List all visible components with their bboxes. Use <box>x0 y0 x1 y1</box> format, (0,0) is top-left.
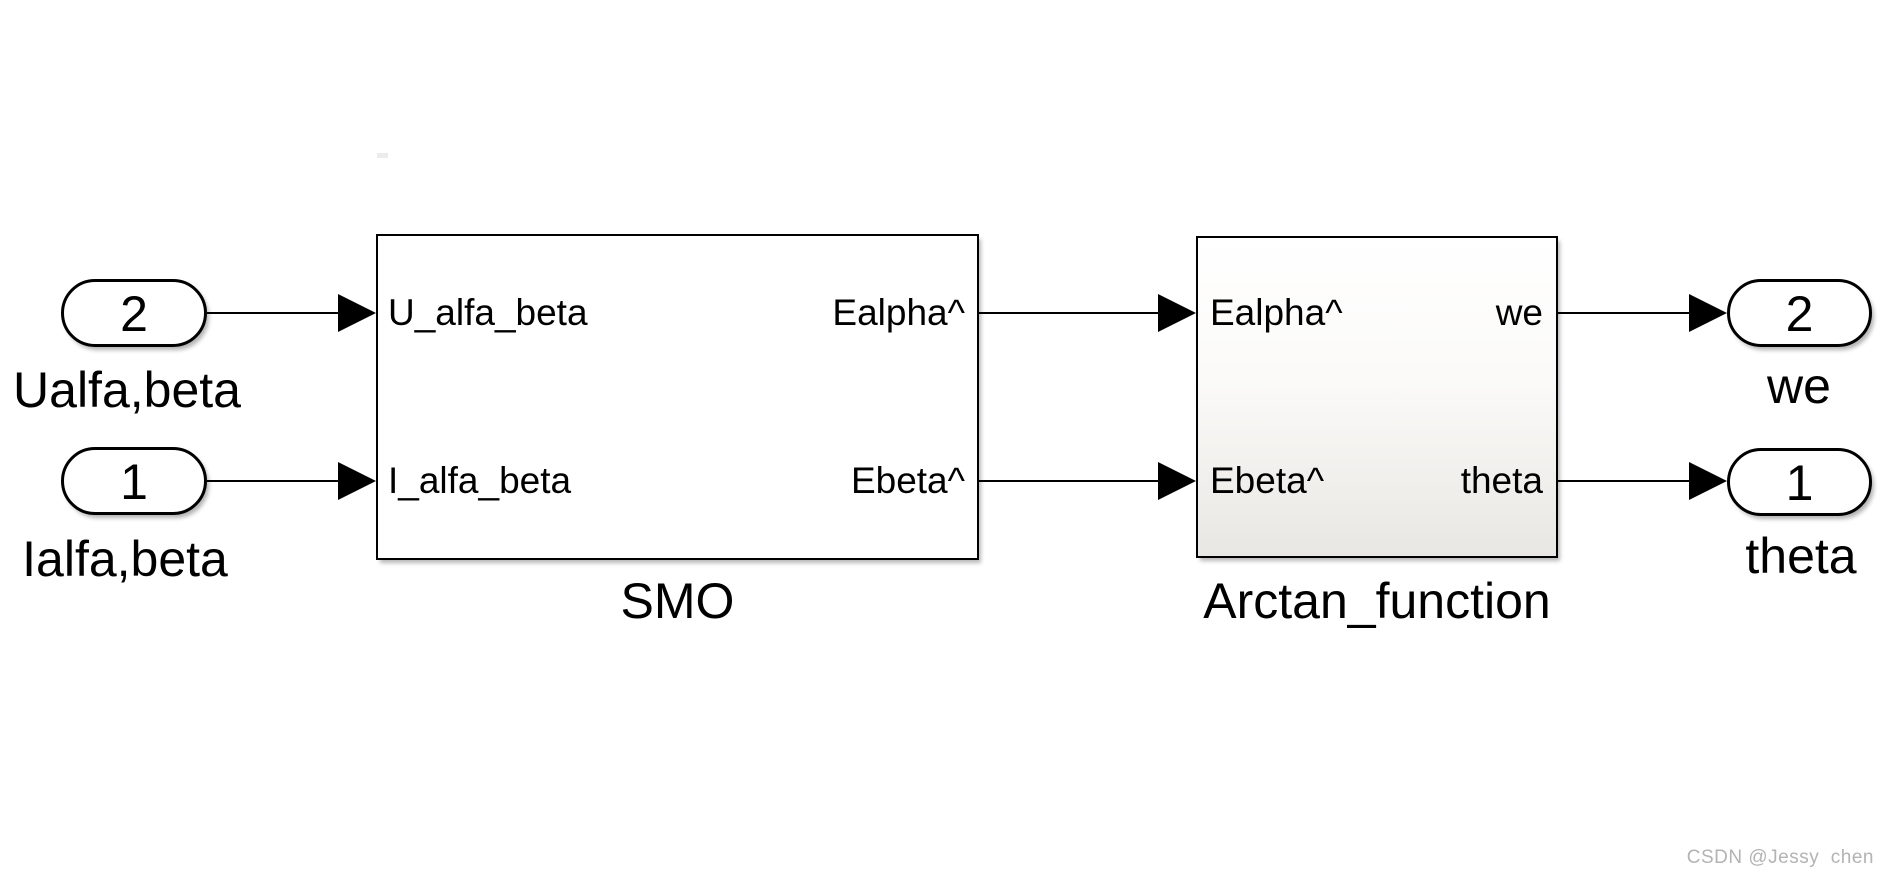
arrowhead-icon <box>1158 462 1196 500</box>
port-number: 2 <box>1785 286 1814 342</box>
block-output-port-label: we <box>1495 292 1543 333</box>
block-input-port-label: Ebeta^ <box>1210 460 1325 501</box>
arrowhead-icon <box>1689 294 1727 332</box>
render-artifact-dot <box>377 153 388 158</box>
inport-badge-1[interactable]: 1 <box>61 447 207 515</box>
port-number: 1 <box>120 454 148 510</box>
arrowhead-icon <box>1689 462 1727 500</box>
block-arctan-function[interactable]: Ealpha^ Ebeta^ we theta <box>1196 236 1558 558</box>
inport-label-ualfa-beta: Ualfa,beta <box>13 362 241 418</box>
block-input-port-label: I_alfa_beta <box>388 460 572 501</box>
outport-label-theta: theta <box>1745 528 1857 584</box>
outport-label-we: we <box>1767 358 1831 414</box>
block-input-port-label: U_alfa_beta <box>388 292 588 333</box>
inport-label-ialfa-beta: Ialfa,beta <box>22 531 228 587</box>
outport-badge-1[interactable]: 1 <box>1727 448 1872 516</box>
block-output-port-label: Ebeta^ <box>850 460 965 501</box>
block-input-port-label: Ealpha^ <box>1210 292 1343 333</box>
block-name-smo: SMO <box>620 573 735 629</box>
arrowhead-icon <box>338 462 376 500</box>
block-output-port-label: theta <box>1460 460 1543 501</box>
block-output-port-label: Ealpha^ <box>832 292 965 333</box>
arrowhead-icon <box>338 294 376 332</box>
connection-line[interactable] <box>1558 312 1691 314</box>
connection-line[interactable] <box>979 312 1160 314</box>
arrowhead-icon <box>1158 294 1196 332</box>
connection-line[interactable] <box>207 480 340 482</box>
port-number: 2 <box>120 286 148 342</box>
watermark: CSDN @Jessy chen <box>1686 847 1874 868</box>
inport-badge-2[interactable]: 2 <box>61 279 207 347</box>
connection-line[interactable] <box>1558 480 1691 482</box>
block-smo[interactable]: U_alfa_beta I_alfa_beta Ealpha^ Ebeta^ <box>376 234 979 560</box>
block-name-arctan-function: Arctan_function <box>1203 573 1551 629</box>
outport-badge-2[interactable]: 2 <box>1727 279 1872 347</box>
connection-line[interactable] <box>207 312 340 314</box>
port-number: 1 <box>1785 455 1814 511</box>
connection-line[interactable] <box>979 480 1160 482</box>
